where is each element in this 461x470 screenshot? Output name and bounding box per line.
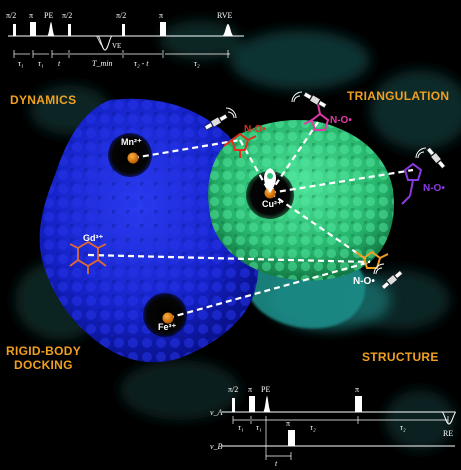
ve-label: VE: [112, 42, 121, 50]
delay-label: τ₂: [400, 423, 406, 432]
delay-label: τ₂ - t: [134, 59, 149, 68]
location-pin-icon: [264, 168, 276, 193]
gd-complex-icon: [69, 240, 107, 274]
bottom-pulse-label: PE: [261, 385, 270, 394]
top-pulse-label: π: [159, 11, 163, 20]
bottom-pulse-label: π/2: [228, 385, 238, 394]
top-pulse-label: RVE: [217, 11, 232, 20]
delay-label: T_min: [92, 59, 112, 68]
satellite-icon: [303, 91, 327, 109]
rigid-body-label-line1: RIGID-BODY: [6, 344, 81, 358]
rigid-body-label: RIGID-BODY DOCKING: [6, 344, 81, 372]
top-pulse-sequence: π/2 π PE π/2 π/2 π RVE VE τ₁ τ₁ t T_min …: [6, 11, 244, 68]
triangulation-label: TRIANGULATION: [347, 89, 450, 103]
dynamics-label: DYNAMICS: [10, 93, 77, 107]
satellite-icon: [204, 113, 228, 131]
rigid-body-label-line2: DOCKING: [14, 358, 73, 372]
bottom-pulse-sequence: π/2 π PE π π ν_A ν_B τ₁ τ₁ τ₂ τ₂ t RE: [210, 385, 457, 468]
delay-label: τ₂: [310, 423, 316, 432]
mn-ion-marker: [127, 152, 139, 164]
top-pulse-label: π/2: [6, 11, 16, 20]
orange-spin-label-molecule: [355, 250, 389, 269]
fe-ion-label: Fe³⁺: [158, 322, 177, 332]
bottom-pulse-label: π: [286, 419, 290, 428]
satellite-icon: [426, 147, 446, 169]
distance-lines: [87, 121, 414, 320]
structure-label: STRUCTURE: [362, 350, 439, 364]
satellite-icon: [381, 270, 403, 290]
top-pulse-label: π: [29, 11, 33, 20]
fe-ion-marker: [162, 312, 174, 324]
top-pulse-label: PE: [44, 11, 53, 20]
delay-label: τ₁: [18, 59, 24, 68]
orange-spin-label-text: N-O•: [353, 276, 375, 287]
purple-spin-label-molecule: [401, 162, 423, 205]
echo-label: RE: [443, 429, 453, 438]
red-spin-label-text: N-O•: [244, 124, 266, 135]
bottom-pulse-label: π: [248, 385, 252, 394]
channel-b-label: ν_B: [210, 442, 223, 451]
bottom-pulse-label: π: [355, 385, 359, 394]
top-pulse-label: π/2: [62, 11, 72, 20]
delay-label: τ₁: [38, 59, 44, 68]
delay-label: t: [58, 59, 61, 68]
top-pulse-label: π/2: [116, 11, 126, 20]
delay-label: τ₂: [194, 59, 200, 68]
magenta-spin-label-molecule: [303, 103, 330, 131]
purple-spin-label-text: N-O•: [423, 183, 445, 194]
gd-ion-label: Gd³⁺: [83, 233, 104, 243]
delay-label: τ₁: [238, 423, 244, 432]
red-spin-label-molecule: [223, 132, 257, 158]
channel-a-label: ν_A: [210, 408, 223, 417]
signal-waves: [225, 91, 427, 275]
delay-label: t: [275, 459, 278, 468]
delay-label: τ₁: [256, 423, 262, 432]
cu-ion-label: Cu²⁺: [262, 199, 282, 209]
mn-ion-label: Mn²⁺: [121, 137, 142, 147]
magenta-spin-label-text: N-O•: [330, 115, 352, 126]
